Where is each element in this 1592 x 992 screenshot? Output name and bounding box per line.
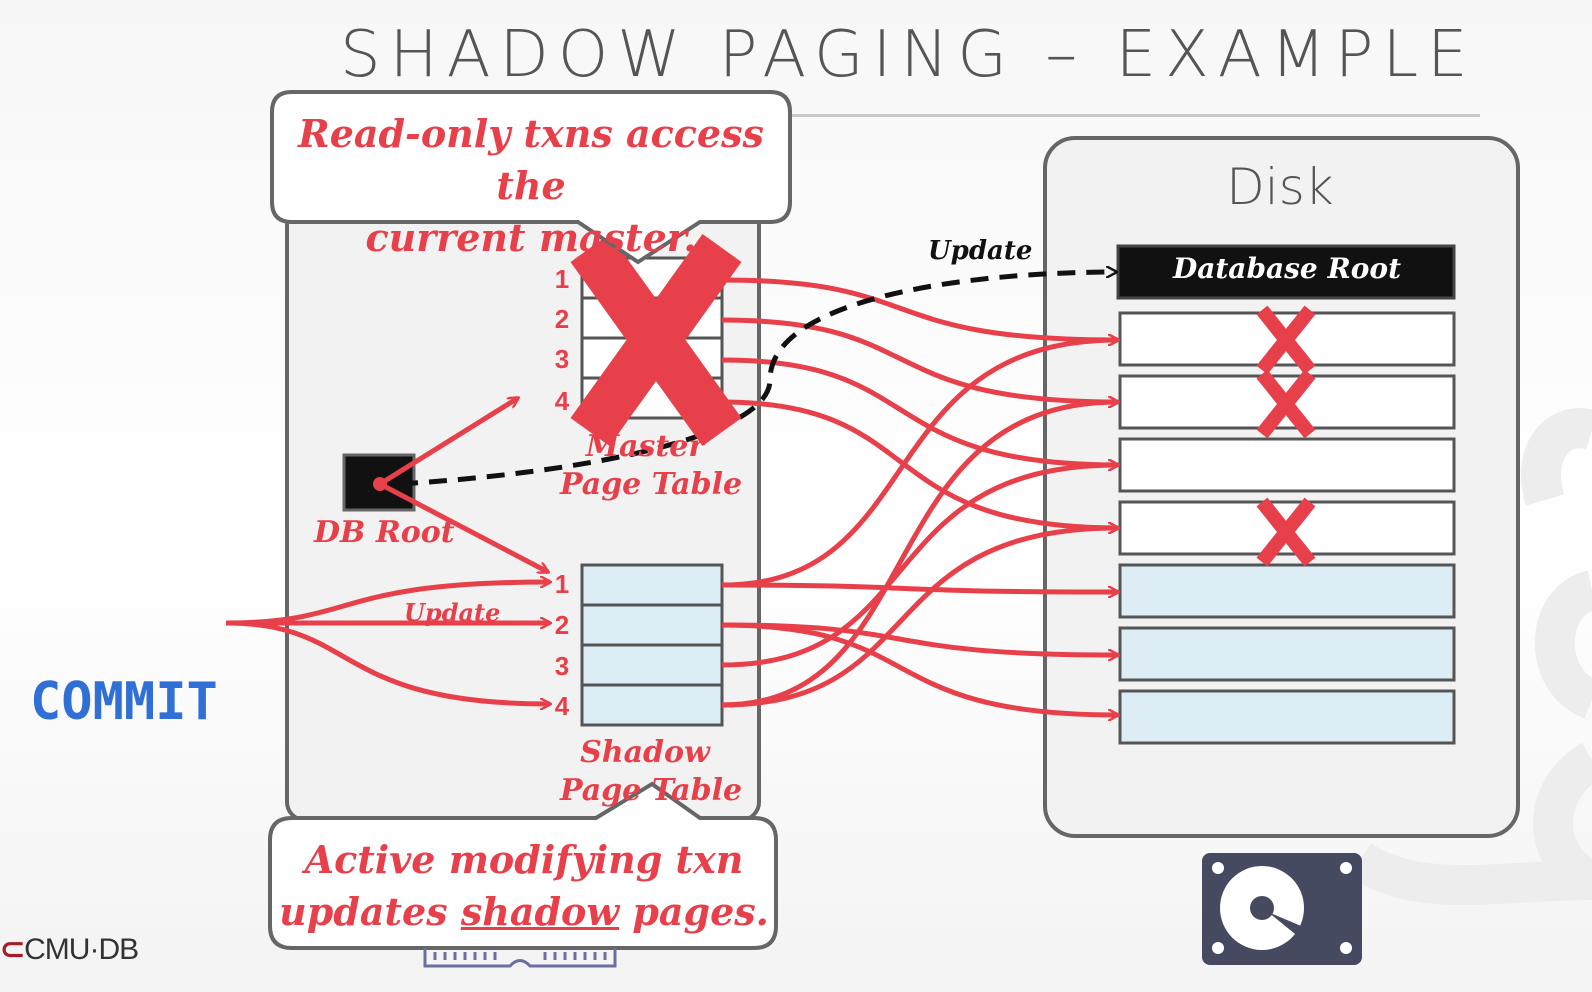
disk-page-6 <box>1118 626 1456 682</box>
shadow-row-4 <box>580 683 724 727</box>
dashed-update-arrow <box>399 272 1116 487</box>
update-label-shadow: Update <box>404 598 501 627</box>
cmu-db-logo-mark: ⊂ <box>0 933 25 966</box>
disk-page-5 <box>1118 563 1456 619</box>
shadow-num-2: 2 <box>554 610 570 640</box>
bottom-callout-text: Active modifying txn updates shadow page… <box>279 837 769 934</box>
arrow-shadow-5 <box>721 528 1118 708</box>
update-arrows <box>225 582 550 704</box>
shadow-table-label: Shadow Page Table <box>560 735 743 808</box>
shadow-row-1 <box>580 563 724 607</box>
master-num-1: 1 <box>554 264 570 294</box>
shadow-to-disk-arrows <box>721 340 1118 715</box>
big-x-icon <box>570 234 742 446</box>
db-root-label: DB Root <box>314 515 455 550</box>
disk-page-7 <box>1118 689 1456 745</box>
arrow-root-to-shadow <box>378 481 548 575</box>
commit-label: COMMIT <box>30 672 218 732</box>
arrow-shadow-4 <box>721 402 1118 708</box>
master-num-3: 3 <box>554 344 570 374</box>
database-root-label: Database Root <box>1172 252 1402 285</box>
slide-title: SHADOW PAGING – EXAMPLE <box>340 18 1477 92</box>
arrow-master-1 <box>721 277 1118 340</box>
x-mark-icon <box>1256 497 1316 567</box>
master-table-label: Master Page Table <box>560 429 743 502</box>
shadow-num-3: 3 <box>554 651 570 681</box>
update-label-root: Update <box>928 236 1033 266</box>
hard-disk-icon <box>1202 853 1362 965</box>
title-underline <box>790 114 1480 117</box>
arrow-shadow-1 <box>721 340 1118 588</box>
x-mark-icon <box>1256 369 1316 439</box>
arrow-shadow-2 <box>721 622 1118 715</box>
disk-database-root <box>1116 244 1456 300</box>
shadow-row-2 <box>580 603 724 647</box>
shadow-row-3 <box>580 643 724 687</box>
arrow-shadow-7 <box>721 622 1118 655</box>
bottom-callout-bubble <box>268 781 778 950</box>
x-mark-icon <box>1256 305 1316 375</box>
arrow-master-2 <box>721 317 1118 402</box>
shadow-num-4: 4 <box>554 691 570 721</box>
arrow-shadow-6 <box>721 582 1118 592</box>
bg-decor-arc <box>1521 408 1592 506</box>
bg-decor-arc <box>1534 570 1592 719</box>
arrow-root-to-master <box>378 395 518 487</box>
arrow-update-4 <box>225 620 550 704</box>
arrow-master-3 <box>721 357 1118 465</box>
master-num-2: 2 <box>554 304 570 334</box>
top-callout-text: Read-only txns access the current master… <box>298 111 764 260</box>
db-root-dot <box>373 477 387 491</box>
disk-page-3 <box>1118 437 1456 493</box>
cmu-db-logo: ⊂CMU·DB <box>0 933 139 966</box>
arrow-shadow-3 <box>721 465 1118 668</box>
bg-decor-arc <box>1348 842 1592 905</box>
shadow-page-table <box>580 563 724 727</box>
disk-title: Disk <box>1226 158 1334 216</box>
shadow-num-1: 1 <box>554 569 570 599</box>
master-num-4: 4 <box>554 386 570 416</box>
db-root-arrows <box>378 395 548 575</box>
memory-chip-edge <box>423 948 617 968</box>
top-callout-bubble <box>270 90 792 265</box>
